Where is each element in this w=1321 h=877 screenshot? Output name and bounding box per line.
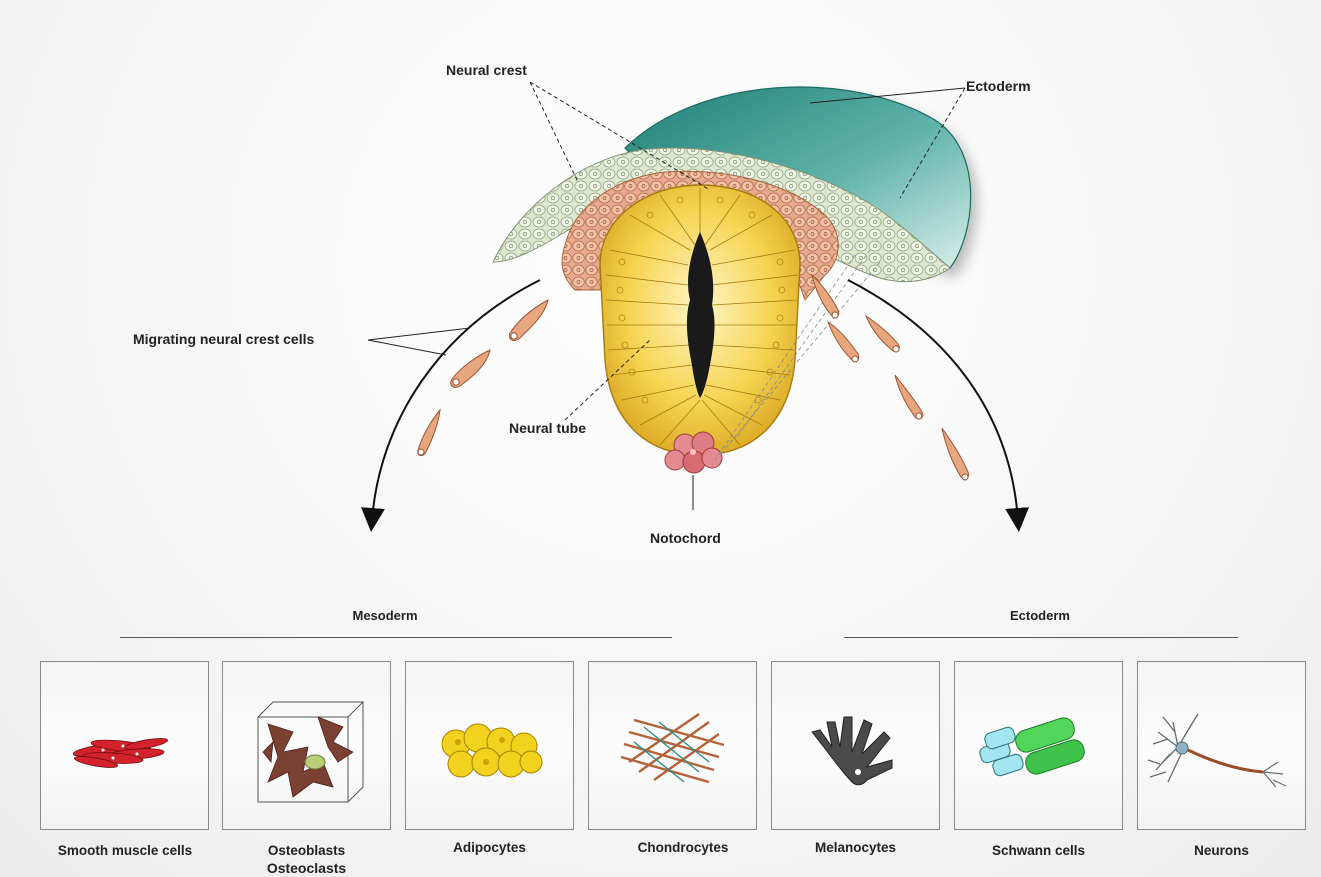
label-notochord: Notochord <box>650 530 721 546</box>
smooth-muscle-icon <box>41 662 208 829</box>
caption-chondrocytes: Chondrocytes <box>588 840 778 855</box>
label-neural-tube: Neural tube <box>509 420 586 436</box>
arrow-left <box>372 280 540 520</box>
panel-neurons <box>1137 661 1306 830</box>
melanocyte-icon <box>772 662 939 829</box>
label-neural-crest: Neural crest <box>446 62 527 78</box>
panel-adipocytes <box>405 661 574 830</box>
arrow-right <box>848 280 1018 520</box>
caption-melanocytes: Melanocytes <box>771 840 940 855</box>
panel-chondrocytes <box>588 661 757 830</box>
mesoderm-divider <box>120 637 672 638</box>
label-migrating: Migrating neural crest cells <box>133 331 314 347</box>
caption-smooth-muscle: Smooth muscle cells <box>30 843 220 858</box>
caption-osteoblasts: Osteoblasts <box>222 843 391 858</box>
caption-schwann: Schwann cells <box>954 843 1123 858</box>
caption-osteoclasts: Osteoclasts <box>222 860 391 876</box>
panel-melanocytes <box>771 661 940 830</box>
panel-osteoblasts <box>222 661 391 830</box>
group-ectoderm-label: Ectoderm <box>990 608 1090 623</box>
panel-smooth-muscle <box>40 661 209 830</box>
caption-neurons: Neurons <box>1137 843 1306 858</box>
cartilage-icon <box>589 662 756 829</box>
schwann-cell-icon <box>955 662 1122 829</box>
label-ectoderm-top: Ectoderm <box>966 78 1031 94</box>
neural-tube <box>600 185 800 455</box>
neuron-icon <box>1138 662 1305 829</box>
adipocytes-icon <box>406 662 573 829</box>
panel-schwann <box>954 661 1123 830</box>
caption-adipocytes: Adipocytes <box>405 840 574 855</box>
ectoderm-divider <box>844 637 1238 638</box>
group-mesoderm-label: Mesoderm <box>330 608 440 623</box>
bone-cube-icon <box>223 662 390 829</box>
